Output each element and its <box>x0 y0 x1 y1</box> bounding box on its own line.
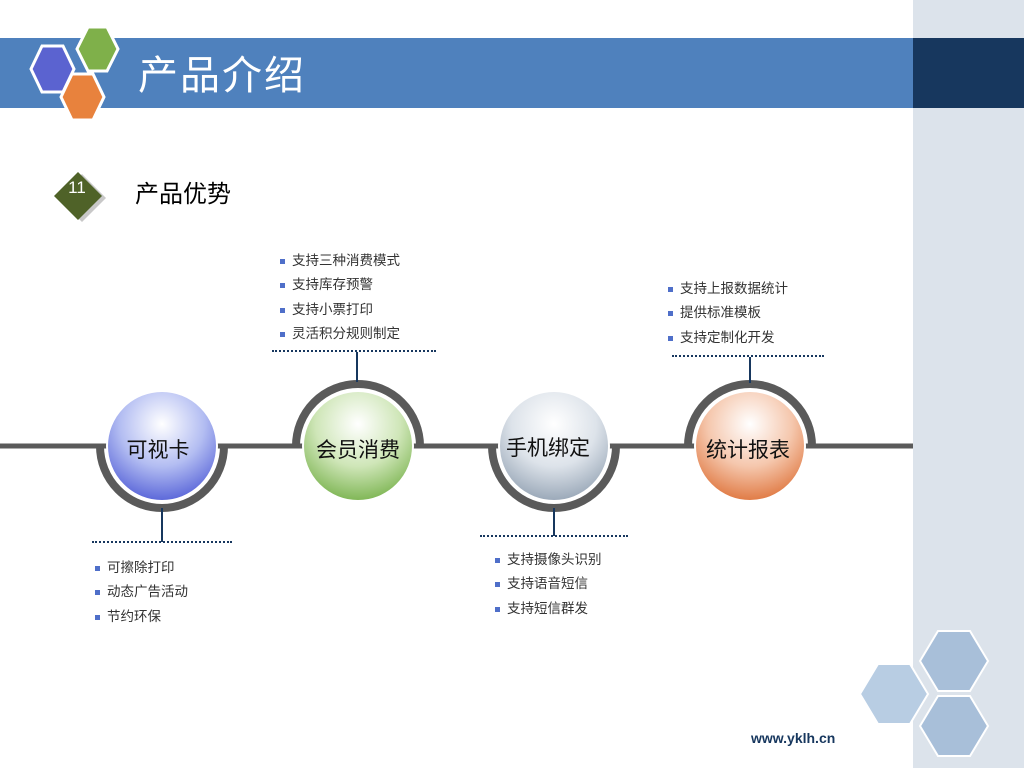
header-bar <box>0 38 913 108</box>
hexagon-decoration-icon <box>858 630 990 757</box>
list-item: 支持小票打印 <box>280 298 400 322</box>
header-dark-block <box>913 38 1024 108</box>
list-item: 支持定制化开发 <box>668 326 788 350</box>
list-item: 动态广告活动 <box>95 580 188 604</box>
timeline-node-4 <box>684 380 816 502</box>
connector-line-4 <box>749 357 751 383</box>
list-item: 支持语音短信 <box>495 572 602 596</box>
dotted-divider-3 <box>480 535 628 537</box>
node-label-3: 手机绑定 <box>506 436 590 460</box>
footer-url: www.yklh.cn <box>751 730 836 746</box>
feature-list-4: 支持上报数据统计 提供标准模板 支持定制化开发 <box>668 277 788 350</box>
section-title: 产品优势 <box>135 180 231 208</box>
feature-list-1: 可擦除打印 动态广告活动 节约环保 <box>95 556 188 629</box>
list-item: 节约环保 <box>95 605 188 629</box>
connector-line-3 <box>553 508 555 536</box>
list-item: 支持三种消费模式 <box>280 249 400 273</box>
list-item: 提供标准模板 <box>668 301 788 325</box>
list-item: 支持上报数据统计 <box>668 277 788 301</box>
node-label-1: 可视卡 <box>126 438 190 462</box>
feature-list-2: 支持三种消费模式 支持库存预警 支持小票打印 灵活积分规则制定 <box>280 249 400 346</box>
list-item: 支持库存预警 <box>280 273 400 297</box>
node-label-2: 会员消费 <box>316 438 400 462</box>
node-label-4: 统计报表 <box>706 438 790 462</box>
page-title: 产品介绍 <box>138 53 306 99</box>
list-item: 支持摄像头识别 <box>495 548 602 572</box>
section-number-badge-icon <box>54 172 106 222</box>
list-item: 可擦除打印 <box>95 556 188 580</box>
timeline-node-2 <box>292 380 424 502</box>
hexagon-logo-icon <box>29 25 120 122</box>
section-number: 11 <box>68 178 86 197</box>
list-item: 灵活积分规则制定 <box>280 322 400 346</box>
list-item: 支持短信群发 <box>495 597 602 621</box>
dotted-divider-2 <box>272 350 436 352</box>
feature-list-3: 支持摄像头识别 支持语音短信 支持短信群发 <box>495 548 602 621</box>
timeline-graphic <box>0 380 913 512</box>
dotted-divider-4 <box>672 355 824 357</box>
connector-line-1 <box>161 508 163 542</box>
connector-line-2 <box>356 352 358 382</box>
dotted-divider-1 <box>92 541 232 543</box>
